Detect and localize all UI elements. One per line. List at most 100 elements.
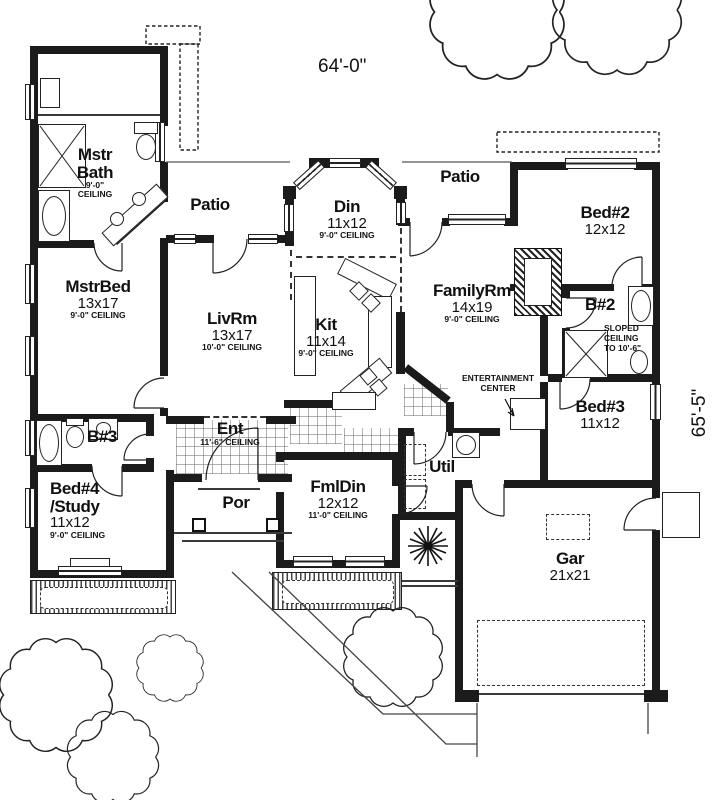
room-name: Patio [190,195,230,214]
open-boundary [290,250,292,300]
toilet-tank [134,122,158,134]
porch-column [266,518,280,532]
bay-window [365,159,397,191]
kitchen-cabinet [332,392,376,410]
entry-step [198,488,260,490]
tree-icon [0,638,113,752]
wall [30,46,168,54]
window [448,214,506,225]
ceiling-note: CEILING [77,189,113,200]
wall [160,238,168,376]
bay-window [329,158,361,168]
wall [392,452,400,486]
note-line: SLOPED [604,323,639,333]
wall [196,235,214,243]
porch-column [192,518,206,532]
wall [166,416,204,424]
window [345,556,385,567]
bathtub-basin [42,196,66,236]
room-label-din: Din 11x12 9'-0" CEILING [302,198,392,240]
hedge [179,43,199,151]
room-label-b3: B#3 [72,428,132,446]
garage-door-header [477,620,645,686]
room-name: Mstr [77,145,113,164]
wall [30,46,38,246]
room-label-ent: Ent 11'-6" CEILING [194,420,266,447]
room-label-kit: Kit 11x14 9'-0" CEILING [286,316,366,358]
wall [284,452,400,460]
tree-icon [136,634,204,702]
tree-icon [551,0,683,76]
toilet [630,350,648,374]
room-name: /Study [50,496,100,516]
room-label-family-rm: FamilyRm 14x19 9'-0" CEILING [418,282,526,324]
wall [540,316,548,376]
room-name: Patio [440,167,480,186]
room-size: 14x19 [451,298,493,316]
shower [564,330,608,378]
room-name: FamilyRm [432,281,512,300]
room-name: Bath [76,162,114,182]
bathtub-basin [39,424,59,462]
closet-shelves [40,78,60,108]
wall [266,416,296,424]
wall [652,488,660,498]
wall [455,488,463,700]
wall [634,162,660,170]
room-size: 11x12 [50,514,90,532]
wall [160,408,168,416]
wall [30,464,92,472]
cased-opening [204,416,266,418]
room-name: Bed#2 [580,203,630,222]
wall [160,46,168,126]
walk-edge [402,585,458,587]
ceiling-note: 9'-0" CEILING [70,310,126,321]
side-stoop [662,492,700,538]
sink [96,422,111,435]
flower-bed-plants [282,580,394,604]
entertainment-niche [510,398,546,430]
sink [110,212,124,226]
window [565,158,637,169]
room-size: 12x12 [584,220,626,238]
toilet [66,426,84,448]
window [25,336,35,376]
window [174,234,196,244]
hall-tile-floor [344,428,400,454]
note-line: CEILING [604,332,639,343]
ceiling-note: 9'-0" CEILING [444,314,500,325]
annotation-line: ENTERTAINMENT [461,373,535,383]
bay-post [283,186,296,199]
yucca-plant-icon [408,526,448,566]
wall [398,428,406,520]
wall [652,290,660,386]
ceiling-note: 11'-6" CEILING [200,436,260,447]
window [650,384,661,420]
wall [258,474,292,482]
room-size: 12x12 [317,494,359,512]
fireplace-firebox [524,258,552,306]
room-label-util: Util [414,458,470,476]
room-size: 13x17 [77,294,119,312]
flower-bed-plants [40,587,168,609]
wall [174,474,202,482]
room-name: Kit [315,315,337,334]
room-label-mstr-bed: MstrBed 13x17 9'-0" CEILING [46,278,150,320]
bay-post [394,186,407,199]
room-label-fml-din: FmlDin 12x12 11'-0" CEILING [290,478,386,520]
wall [504,480,660,488]
porch-slab-edge [174,532,292,534]
room-label-mstr-bath: Mstr Bath 9'-0" CEILING [48,146,142,199]
walk-edge [402,580,458,582]
window [396,202,406,224]
wall [276,452,284,462]
dryer [404,479,426,509]
annotation-line: CENTER [480,382,516,393]
room-label-gar: Gar 21x21 [534,550,606,583]
wall [510,162,518,226]
room-size: 13x17 [211,326,253,344]
room-name: Por [222,493,250,512]
ceiling-note: 11'-0" CEILING [308,510,368,521]
wall [455,690,479,702]
